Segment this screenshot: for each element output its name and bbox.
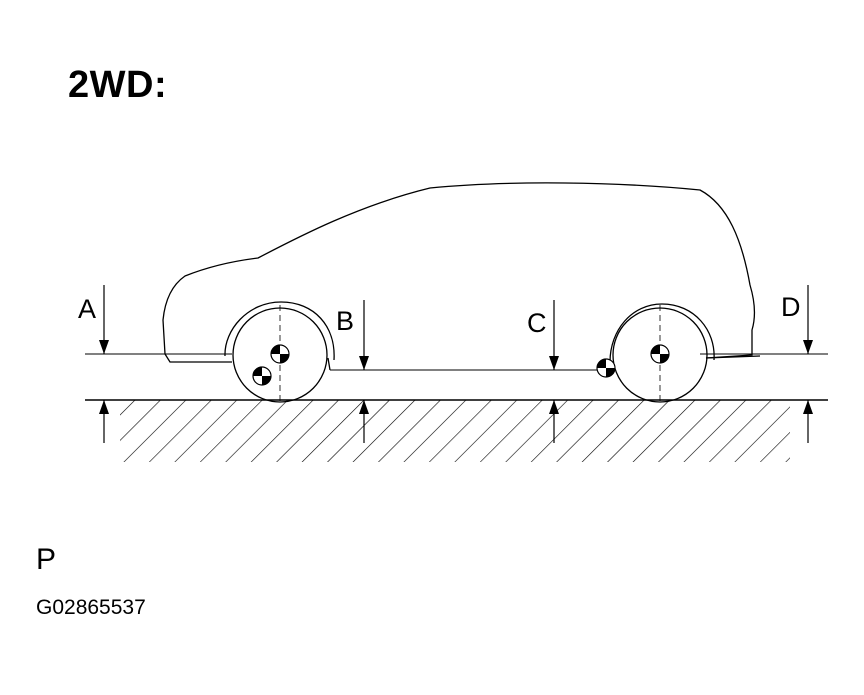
measurement-point-rear-arm bbox=[596, 358, 616, 378]
measurement-point-front-lower bbox=[252, 366, 272, 386]
front-wheel-arch bbox=[224, 301, 335, 361]
ground-hatching bbox=[120, 400, 790, 462]
dimension-label-b: B bbox=[336, 306, 354, 336]
measurement-point-rear-hub bbox=[650, 344, 670, 364]
car-underbody bbox=[164, 353, 761, 371]
dimension-label-a: A bbox=[78, 294, 96, 324]
dimension-b bbox=[359, 300, 369, 443]
dimension-d bbox=[803, 285, 813, 443]
car-body-outline bbox=[162, 182, 756, 359]
measurement-point-front-hub bbox=[270, 344, 290, 364]
dimension-a bbox=[99, 285, 109, 443]
rear-wheel-arch bbox=[609, 303, 715, 363]
figure-id: G02865537 bbox=[36, 596, 146, 619]
dimension-label-c: C bbox=[527, 308, 547, 338]
diagram-title: 2WD: bbox=[68, 64, 168, 106]
dimension-label-d: D bbox=[781, 292, 801, 322]
view-letter: P bbox=[36, 543, 57, 576]
dimension-c bbox=[549, 300, 559, 443]
